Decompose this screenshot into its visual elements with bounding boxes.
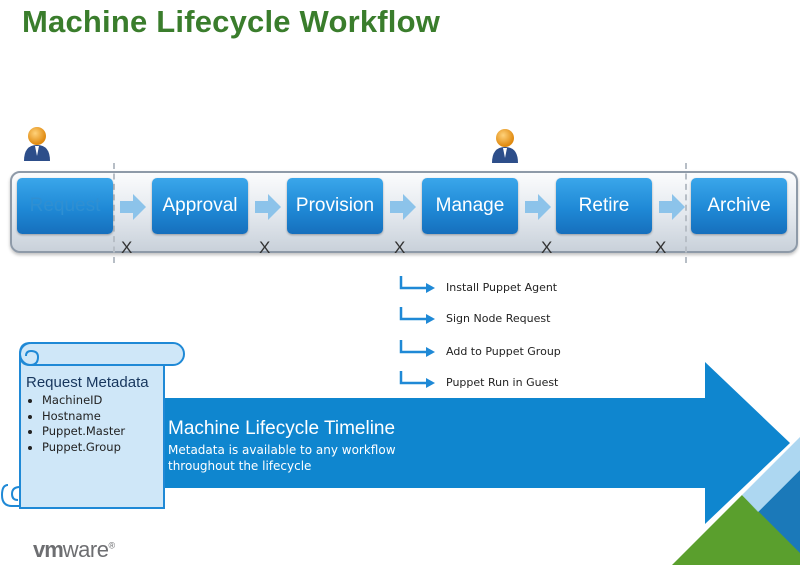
chevron-arrow-icon xyxy=(120,194,146,220)
corner-accent-green xyxy=(672,495,800,565)
vmware-logo: vmware® xyxy=(33,537,115,562)
chevron-arrow-icon xyxy=(525,194,551,220)
request-metadata: Request Metadata MachineID Hostname Pupp… xyxy=(26,374,166,455)
metadata-scroll xyxy=(0,342,185,509)
metadata-item: MachineID xyxy=(42,393,166,409)
chevron-arrow-icon xyxy=(255,194,281,220)
page-title: Machine Lifecycle Workflow xyxy=(22,4,441,39)
metadata-item: Hostname xyxy=(42,409,166,425)
stage-archive[interactable]: Archive xyxy=(691,178,787,234)
stage-retire[interactable]: Retire xyxy=(556,178,652,234)
manage-step: Install Puppet Agent xyxy=(398,276,557,296)
chevron-arrow-icon xyxy=(659,194,685,220)
manage-step: Sign Node Request xyxy=(398,307,551,327)
elbow-arrow-icon xyxy=(399,340,435,357)
x-mark: X xyxy=(394,238,406,257)
user-icon xyxy=(24,127,50,161)
x-mark: X xyxy=(121,238,133,257)
chevron-arrow-icon xyxy=(390,194,416,220)
timeline-description: Metadata is available to any workflow th… xyxy=(168,443,396,473)
elbow-arrow-icon xyxy=(399,276,435,293)
manage-step-label: Puppet Run in Guest xyxy=(446,376,559,389)
x-mark: X xyxy=(259,238,271,257)
manage-step: Add to Puppet Group xyxy=(398,340,561,360)
elbow-arrow-icon xyxy=(399,307,435,324)
corner-accent-light xyxy=(742,437,800,512)
manage-step-label: Sign Node Request xyxy=(446,312,551,325)
x-mark: X xyxy=(541,238,553,257)
stage-manage[interactable]: Manage xyxy=(422,178,518,234)
metadata-item: Puppet.Group xyxy=(42,440,166,456)
user-icon xyxy=(492,129,518,163)
stage-provision[interactable]: Provision xyxy=(287,178,383,234)
timeline-title: Machine Lifecycle Timeline xyxy=(168,418,396,439)
stage-request[interactable]: Request xyxy=(17,178,113,234)
metadata-title: Request Metadata xyxy=(26,374,149,391)
manage-step: Puppet Run in Guest xyxy=(398,371,558,391)
elbow-arrow-icon xyxy=(399,371,435,388)
x-mark: X xyxy=(655,238,667,257)
end-boundary-dash xyxy=(685,163,687,263)
manage-step-label: Add to Puppet Group xyxy=(446,345,561,358)
metadata-item: Puppet.Master xyxy=(42,424,166,440)
manage-step-label: Install Puppet Agent xyxy=(446,281,558,294)
metadata-list: MachineID Hostname Puppet.Master Puppet.… xyxy=(26,393,166,455)
start-boundary-dash xyxy=(113,163,115,263)
stage-approval[interactable]: Approval xyxy=(152,178,248,234)
